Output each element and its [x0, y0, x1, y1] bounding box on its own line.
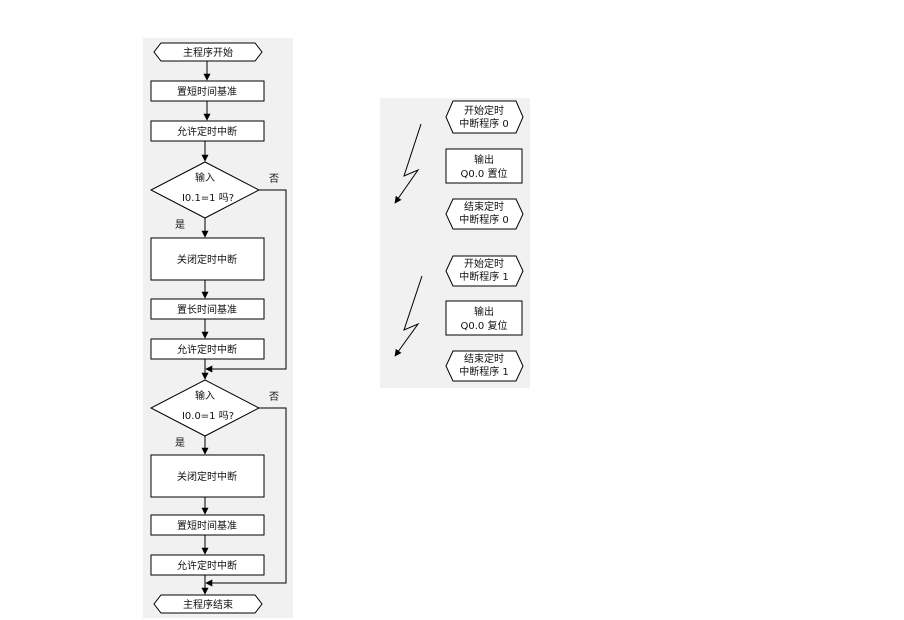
disable-timer-interrupt-label-1: 关闭定时中断: [177, 253, 237, 266]
main-end-label: 主程序结束: [183, 598, 233, 611]
set-short-time-base-box-2: [150, 514, 265, 536]
interrupt-1-start-terminal: [445, 255, 524, 287]
lightning-arrow-interrupt-0: [394, 123, 422, 204]
enable-timer-interrupt-label-3: 允许定时中断: [177, 559, 237, 572]
arrow-decision-2-no-loop: [205, 407, 287, 587]
decision-2-label-line1: 输入: [195, 389, 215, 402]
interrupt-0-start-label-line2: 中断程序 0: [459, 117, 509, 130]
interrupt-1-end-label-line2: 中断程序 1: [459, 365, 509, 378]
set-short-time-base-label-2: 置短时间基准: [177, 519, 237, 532]
interrupt-1-start-label-line1: 开始定时: [464, 257, 504, 270]
set-long-time-base-label: 置长时间基准: [177, 303, 237, 316]
enable-timer-interrupt-box-1: [150, 120, 265, 142]
main-start-terminal: [153, 42, 263, 62]
interrupt-0-end-label-line1: 结束定时: [464, 200, 504, 213]
decision-2-yes-label: 是: [175, 437, 185, 449]
interrupt-0-start-label-line1: 开始定时: [464, 104, 504, 117]
decision-2-no-label: 否: [269, 391, 279, 403]
interrupt-0-output-label-line1: 输出: [474, 153, 494, 166]
set-short-time-base-label-1: 置短时间基准: [177, 85, 237, 98]
decision-1-label-line2: I0.1=1 吗?: [182, 192, 234, 204]
disable-timer-interrupt-box-1: [150, 237, 265, 281]
interrupt-0-end-label-line2: 中断程序 0: [459, 213, 509, 226]
interrupt-0-output-label-line2: Q0.0 置位: [461, 167, 508, 180]
enable-timer-interrupt-box-2: [150, 338, 265, 360]
interrupt-panel-background: [380, 98, 530, 388]
interrupt-1-output-label-line1: 输出: [474, 305, 494, 318]
interrupt-1-end-terminal: [445, 350, 524, 382]
enable-timer-interrupt-label-2: 允许定时中断: [177, 343, 237, 356]
interrupt-0-start-terminal: [445, 100, 524, 134]
interrupt-1-output-label-line2: Q0.0 复位: [461, 319, 508, 332]
lightning-arrow-interrupt-1: [394, 275, 423, 357]
interrupt-1-output-box: [445, 300, 523, 336]
decision-2-label-line2: I0.0=1 吗?: [182, 410, 234, 422]
interrupt-1-start-label-line2: 中断程序 1: [459, 270, 509, 283]
main-end-terminal: [153, 594, 263, 614]
decision-1-label-line1: 输入: [195, 171, 215, 184]
enable-timer-interrupt-label-1: 允许定时中断: [177, 125, 237, 138]
interrupt-0-output-box: [445, 148, 523, 184]
disable-timer-interrupt-label-2: 关闭定时中断: [177, 470, 237, 483]
decision-1-no-label: 否: [269, 173, 279, 185]
interrupt-1-end-label-line1: 结束定时: [464, 352, 504, 365]
set-long-time-base-box: [150, 298, 265, 320]
enable-timer-interrupt-box-3: [150, 554, 265, 576]
interrupt-0-end-terminal: [445, 198, 524, 230]
arrow-decision-1-no-loop: [205, 189, 287, 373]
decision-1-yes-label: 是: [175, 219, 185, 231]
main-start-label: 主程序开始: [183, 46, 233, 59]
disable-timer-interrupt-box-2: [150, 454, 265, 498]
